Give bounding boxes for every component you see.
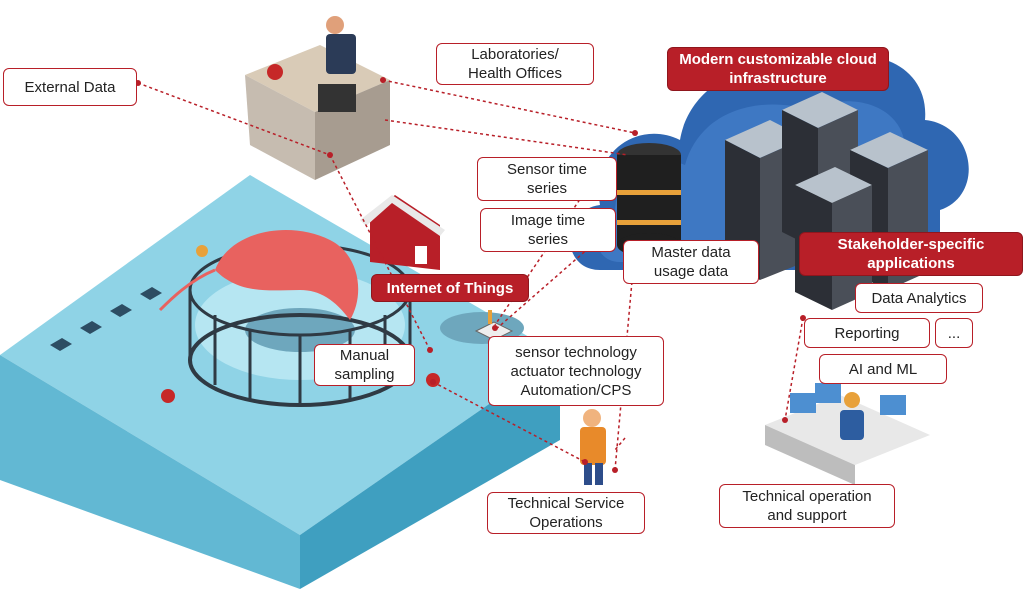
laboratories-label: Laboratories/ Health Offices	[436, 43, 594, 85]
external-data-label: External Data	[3, 68, 137, 106]
sensor-technology-label: sensor technology actuator technology Au…	[488, 336, 664, 406]
master-data-label: Master data usage data	[623, 240, 759, 284]
manual-sampling-label: Manual sampling	[314, 344, 415, 386]
reporting-label: Reporting	[804, 318, 930, 348]
internet-of-things-label: Internet of Things	[371, 274, 529, 302]
ellipsis-label: ...	[935, 318, 973, 348]
lab-desk-illustration	[245, 16, 390, 180]
barn-illustration	[360, 195, 445, 270]
sensor-device-illustration	[474, 310, 514, 341]
operator-desk-illustration	[765, 383, 930, 485]
cloud-infrastructure-label: Modern customizable cloud infrastructure	[667, 47, 889, 91]
technical-operation-label: Technical operation and support	[719, 484, 895, 528]
water-tank	[0, 175, 560, 589]
data-analytics-label: Data Analytics	[855, 283, 983, 313]
stakeholder-applications-label: Stakeholder-specific applications	[799, 232, 1023, 276]
technician-illustration	[580, 409, 606, 485]
sensor-time-series-label: Sensor time series	[477, 157, 617, 201]
ai-ml-label: AI and ML	[819, 354, 947, 384]
image-time-series-label: Image time series	[480, 208, 616, 252]
technical-service-label: Technical Service Operations	[487, 492, 645, 534]
